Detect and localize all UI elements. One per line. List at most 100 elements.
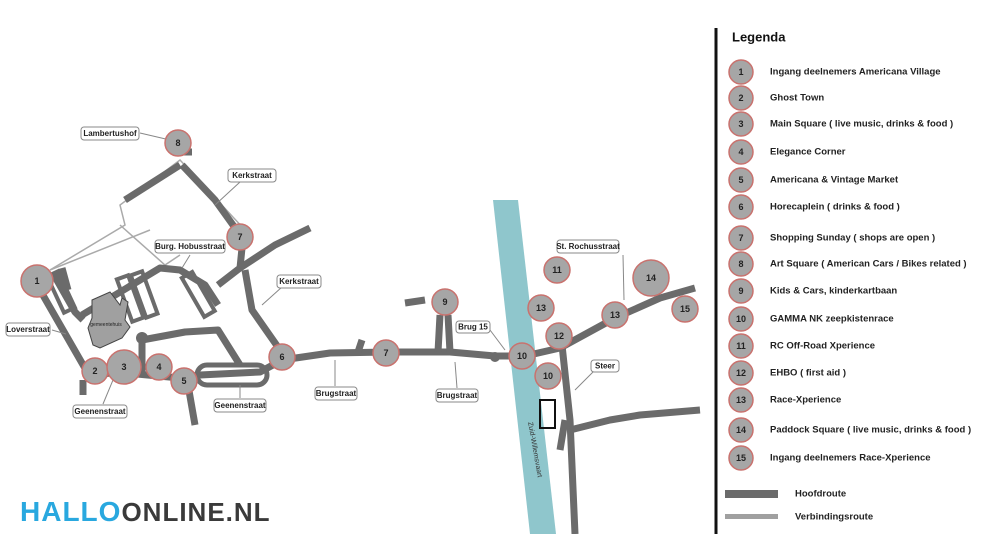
svg-text:8: 8	[175, 138, 180, 148]
legend-item: 2 Ghost Town	[728, 85, 824, 111]
legend-marker-icon	[728, 278, 754, 304]
svg-text:St. Rochusstraat: St. Rochusstraat	[556, 242, 620, 251]
svg-text:1: 1	[34, 276, 39, 286]
label-leaders	[51, 132, 625, 405]
map-marker[interactable]: 10	[534, 362, 562, 390]
map-marker[interactable]: 1	[20, 264, 54, 298]
legend-item: 8 Art Square ( American Cars / Bikes rela…	[728, 251, 967, 277]
legend-item: 15 Ingang deelnemers Race-Xperience	[728, 445, 931, 471]
legend-marker-number: 13	[736, 395, 746, 405]
legend-route-label: Verbindingsroute	[795, 512, 873, 523]
main-route-swatch	[725, 490, 778, 498]
street-label: Loverstraat	[5, 322, 51, 337]
street-label: Geenenstraat	[213, 398, 267, 413]
map-marker[interactable]: 12	[545, 322, 573, 350]
map-marker[interactable]: 9	[431, 288, 459, 316]
svg-text:11: 11	[552, 265, 562, 275]
svg-text:Kerkstraat: Kerkstraat	[232, 171, 272, 180]
legend-item: 4 Elegance Corner	[728, 139, 846, 165]
svg-text:Steer: Steer	[595, 362, 615, 371]
legend-item-label: Main Square ( live music, drinks & food …	[770, 119, 953, 130]
legend-marker-icon	[728, 306, 754, 332]
watermark-logo: HALLOONLINE.NL	[20, 496, 271, 528]
svg-text:Kerkstraat: Kerkstraat	[279, 277, 319, 286]
street-label: Brugstraat	[314, 386, 358, 401]
map-marker[interactable]: 7	[372, 339, 400, 367]
street-label: Burg. Hobusstraat	[154, 239, 226, 254]
svg-text:Burg. Hobusstraat: Burg. Hobusstraat	[155, 242, 225, 251]
map-marker[interactable]: 4	[145, 353, 173, 381]
legend-item: 3 Main Square ( live music, drinks & food…	[728, 111, 953, 137]
legend-marker-number: 10	[736, 314, 746, 324]
legend-item-label: Race-Xperience	[770, 395, 841, 406]
legend-marker-number: 15	[736, 453, 746, 463]
watermark-part2: ONLINE.NL	[121, 497, 271, 527]
map-marker[interactable]: 3	[106, 349, 142, 385]
street-label: Brugstraat	[435, 388, 479, 403]
town-hall-label: gemeentehuis	[90, 322, 122, 328]
legend-marker-icon	[728, 85, 754, 111]
street-label: Kerkstraat	[227, 168, 277, 183]
legend-marker-number: 2	[738, 93, 743, 103]
legend-marker-icon	[728, 417, 754, 443]
svg-text:6: 6	[279, 352, 284, 362]
svg-text:13: 13	[536, 303, 546, 313]
legend-item-label: Shopping Sunday ( shops are open )	[770, 233, 935, 244]
map-marker[interactable]: 2	[81, 357, 109, 385]
map-marker[interactable]: 5	[170, 367, 198, 395]
legend-marker-number: 12	[736, 368, 746, 378]
street-label: Geenenstraat	[72, 404, 128, 419]
legend-item-label: Ingang deelnemers Race-Xperience	[770, 453, 931, 464]
legend-item-label: GAMMA NK zeepkistenrace	[770, 314, 894, 325]
map-marker[interactable]: 14	[632, 259, 670, 297]
map-marker[interactable]: 13	[601, 301, 629, 329]
map-marker[interactable]: 11	[543, 256, 571, 284]
street-label: Lambertushof	[80, 126, 140, 141]
street-label: Steer	[590, 359, 620, 373]
svg-text:5: 5	[181, 376, 186, 386]
svg-text:14: 14	[646, 273, 656, 283]
map-marker[interactable]: 15	[671, 295, 699, 323]
legend-marker-icon	[728, 225, 754, 251]
legend-marker-number: 3	[738, 119, 743, 129]
legend-marker-number: 7	[738, 233, 743, 243]
street-labels: Lambertushof Kerkstraat Burg. Hobusstraa…	[5, 126, 620, 419]
legend-marker-number: 8	[738, 259, 743, 269]
legend-marker-number: 5	[738, 175, 743, 185]
svg-text:Geenenstraat: Geenenstraat	[74, 407, 125, 416]
svg-text:12: 12	[554, 331, 564, 341]
svg-text:3: 3	[121, 362, 126, 372]
map-marker[interactable]: 10	[508, 342, 536, 370]
legend-item-label: Ingang deelnemers Americana Village	[770, 67, 941, 78]
legend-marker-icon	[728, 139, 754, 165]
legend-item-label: Ghost Town	[770, 93, 824, 104]
svg-text:15: 15	[680, 304, 690, 314]
legend-marker-icon	[728, 360, 754, 386]
svg-text:10: 10	[543, 371, 553, 381]
legend-marker-number: 1	[738, 67, 743, 77]
legend-item: 10 GAMMA NK zeepkistenrace	[728, 306, 894, 332]
legend-item-label: Elegance Corner	[770, 147, 846, 158]
map-marker[interactable]: 13	[527, 294, 555, 322]
legend-route-label: Hoofdroute	[795, 489, 846, 500]
svg-text:Brugstraat: Brugstraat	[437, 391, 478, 400]
legend-marker-number: 4	[738, 147, 743, 157]
map-marker[interactable]: 6	[268, 343, 296, 371]
svg-text:7: 7	[237, 232, 242, 242]
legend-marker-icon	[728, 333, 754, 359]
svg-text:9: 9	[442, 297, 447, 307]
legend-marker-icon	[728, 111, 754, 137]
svg-text:Loverstraat: Loverstraat	[6, 325, 50, 334]
map-marker[interactable]: 8	[164, 129, 192, 157]
legend-item-label: Art Square ( American Cars / Bikes relat…	[770, 259, 967, 270]
legend-marker-icon	[728, 194, 754, 220]
legend-item-label: Americana & Vintage Market	[770, 175, 899, 186]
map-marker[interactable]: 7	[226, 223, 254, 251]
legend-marker-number: 6	[738, 202, 743, 212]
